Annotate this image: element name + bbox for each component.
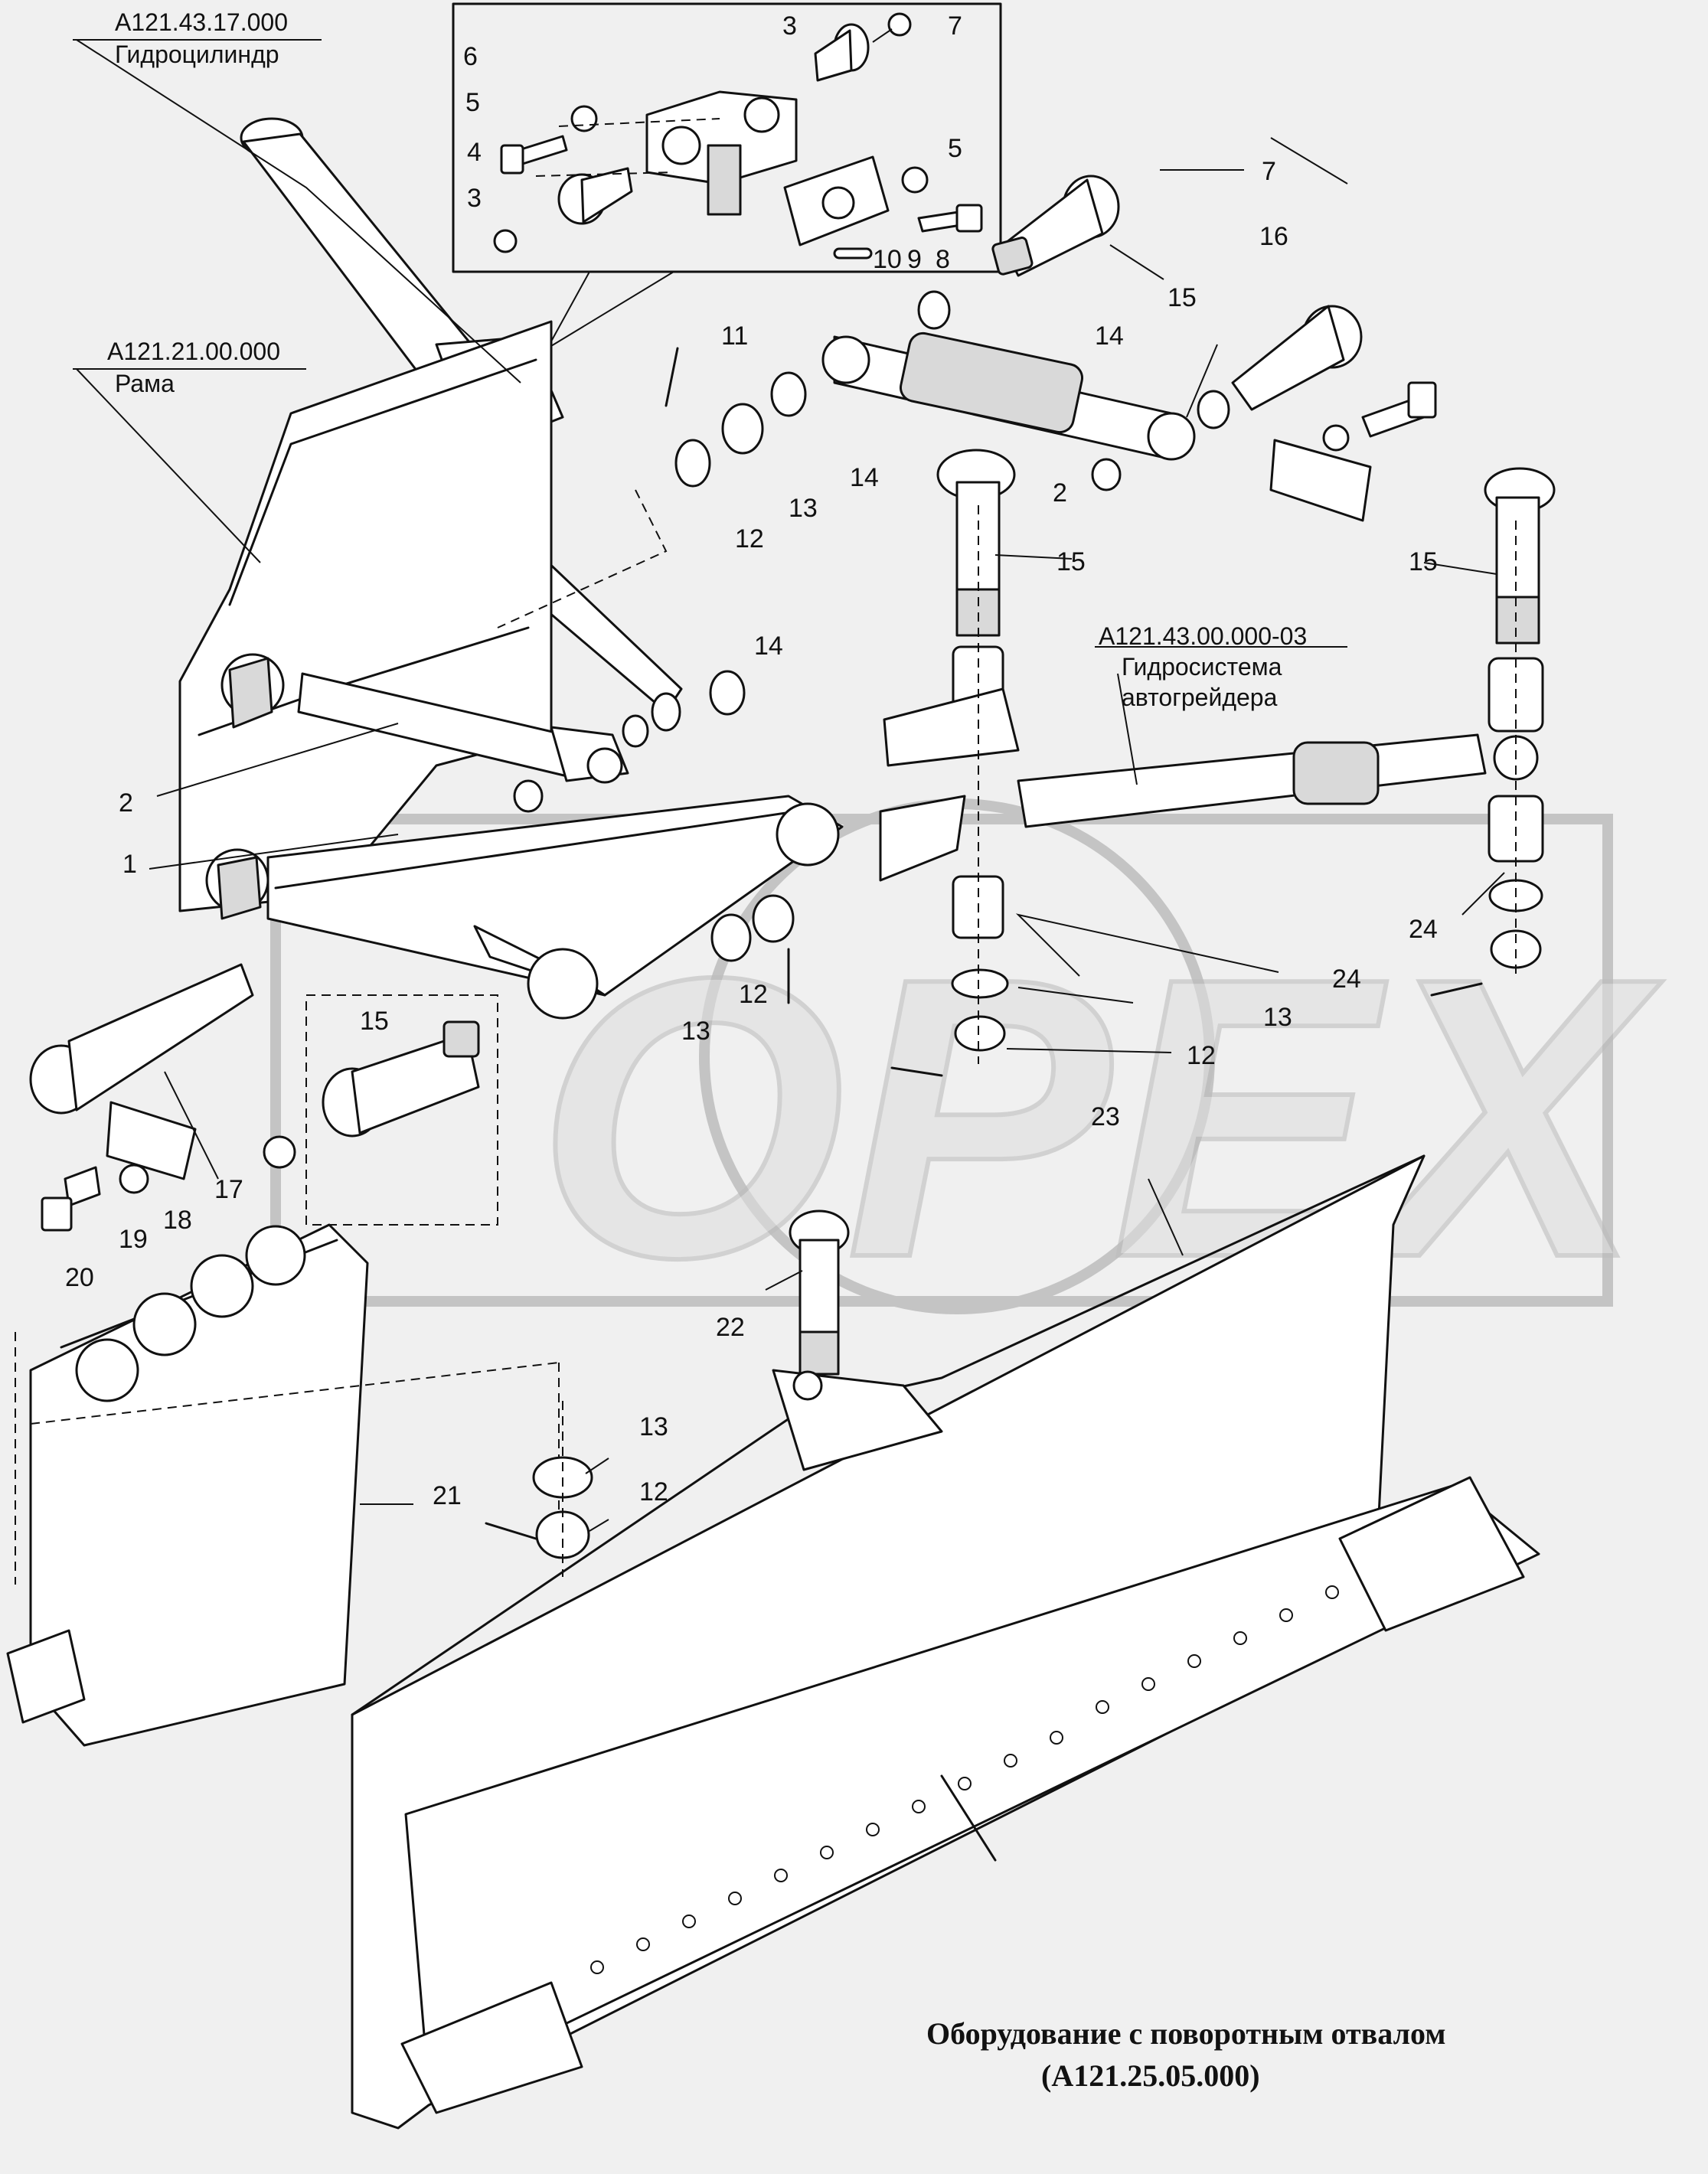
assembly-name-frame: Рама	[115, 370, 175, 397]
blade-23	[351, 1154, 1540, 2130]
hydraulic-cylinder-2-upper	[821, 331, 1196, 461]
callout-13: 13	[789, 494, 818, 523]
assembly-code-hydraulics: А121.43.00.000-03	[1099, 622, 1307, 650]
plate-6	[707, 144, 742, 216]
hydraulic-cylinder-2-lower	[297, 672, 629, 784]
callout-15: 15	[1409, 547, 1438, 576]
callout-2: 2	[119, 788, 133, 818]
callout-15: 15	[1168, 283, 1197, 312]
assembly-code-cylinder: А121.43.17.000	[115, 8, 288, 36]
callout-3: 3	[782, 11, 797, 41]
callout-12: 12	[735, 524, 764, 553]
title-line-2: (А121.25.05.000)	[1041, 2058, 1260, 2093]
callout-11: 11	[721, 322, 748, 351]
callout-24: 24	[1332, 965, 1361, 994]
leader-lines	[73, 28, 1505, 1532]
title-line-1: Оборудование с поворотным отвалом	[926, 2016, 1446, 2051]
callout-18: 18	[163, 1206, 192, 1235]
callout-15: 15	[360, 1007, 389, 1036]
callout-12: 12	[739, 980, 768, 1009]
callout-24: 24	[1409, 915, 1438, 944]
callout-1: 1	[122, 850, 137, 879]
callout-15: 15	[1056, 547, 1086, 576]
link-assembly-1	[266, 783, 844, 1020]
inset-parts	[493, 12, 983, 260]
callout-21: 21	[433, 1481, 462, 1510]
callout-13: 13	[639, 1412, 668, 1441]
callout-6: 6	[463, 42, 478, 71]
callout-5: 5	[465, 88, 480, 117]
pin-15-top	[991, 175, 1120, 277]
callout-20: 20	[65, 1263, 94, 1292]
callout-3: 3	[467, 184, 482, 213]
right-pin-stack	[1484, 467, 1556, 980]
callout-16: 16	[1259, 222, 1288, 251]
callout-14: 14	[754, 632, 783, 661]
bolt-and-lock-plate-right	[1269, 381, 1437, 522]
blade-bolt-holes	[590, 1585, 1339, 1974]
callout-5: 5	[948, 134, 962, 163]
callout-19: 19	[119, 1225, 148, 1254]
callout-12: 12	[1187, 1041, 1216, 1070]
callout-7: 7	[948, 11, 962, 41]
callout-2: 2	[1053, 478, 1067, 508]
assembly-name-hydraulics-2: автогрейдера	[1122, 684, 1278, 711]
callout-14: 14	[850, 463, 879, 492]
mount-pin-17	[29, 963, 254, 1232]
callout-17: 17	[214, 1175, 243, 1204]
detail-inset-box	[452, 2, 1002, 273]
cotter-pins	[485, 347, 1483, 1540]
callout-9: 9	[907, 245, 922, 274]
assembly-code-frame: А121.21.00.000	[107, 338, 280, 365]
callout-12: 12	[639, 1477, 668, 1506]
pin-15-lower	[263, 994, 498, 1226]
callout-8: 8	[936, 245, 950, 274]
steering-cylinder	[1017, 733, 1539, 828]
assembly-labels: А121.43.17.000 Гидроцилиндр А121.21.00.0…	[107, 8, 1307, 711]
assembly-name-cylinder: Гидроцилиндр	[115, 41, 279, 68]
callout-13: 13	[681, 1017, 710, 1046]
drawing-title: Оборудование с поворотным отвалом (А121.…	[926, 2016, 1446, 2093]
washers-and-nuts	[497, 290, 1230, 962]
callout-23: 23	[1091, 1102, 1120, 1131]
mount-21	[6, 1223, 560, 1747]
pin-22	[789, 1209, 850, 1376]
callout-10: 10	[873, 245, 902, 274]
center-pin-stack	[879, 449, 1020, 1064]
callout-14: 14	[1095, 322, 1124, 351]
lower-washer-nut	[532, 1401, 593, 1577]
watermark: OPEX	[270, 798, 1665, 1343]
callout-22: 22	[716, 1313, 745, 1342]
callout-numbers: 1 2 2 3 3 4 5 5 6 7 7 8 9 10 11 12 12 12…	[65, 11, 1438, 1510]
frame	[178, 320, 553, 920]
callout-7: 7	[1262, 157, 1276, 186]
callout-4: 4	[467, 138, 482, 167]
callout-13: 13	[1263, 1003, 1292, 1032]
assembly-name-hydraulics-1: Гидросистема	[1122, 653, 1282, 681]
pin-16	[1231, 305, 1363, 411]
watermark-text: OPEX	[536, 896, 1663, 1340]
